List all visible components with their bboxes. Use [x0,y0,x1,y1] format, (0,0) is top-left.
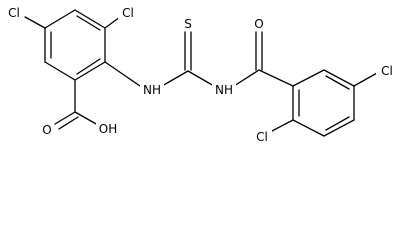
bond [44,9,76,29]
chlorine-atom-bottom-mid: Cl [256,130,268,144]
bond-cl-right [353,72,378,87]
bond [323,119,355,137]
oxygen-atom-carbonyl: O [254,17,263,31]
chlorine-atom-top-mid: Cl [122,6,134,20]
double-bond-inner [76,58,101,75]
bond-cl-top-left [24,16,46,29]
sulfur-atom: S [184,17,192,31]
chemical-structure-diagram: Cl Cl NH S NH O O OH Cl Cl [4,4,398,144]
bond-c-nh-right [187,70,215,87]
bond-carbonyl-ring [258,69,294,87]
bond-c-o-2 [58,116,79,130]
hydroxyl-group: OH [99,122,117,136]
chlorine-atom-right: Cl [381,64,393,78]
bond-c-oh [74,111,99,126]
double-bond-inner [325,75,350,90]
bond-c-nh [104,61,141,87]
bond [74,61,106,81]
bond-nh-c [161,70,189,87]
nh-atom-right: NH [215,83,233,97]
nh-atom-left: NH [143,83,161,97]
bond [292,119,325,137]
double-bond-inner [76,15,101,31]
bond [323,69,355,87]
double-bond-inner [325,116,350,131]
bond-nh-c-carbonyl [233,69,260,87]
left-benzene-ring [44,9,106,81]
bond [292,69,325,87]
oxygen-atom-acid: O [42,123,51,137]
bond [74,9,106,29]
right-benzene-ring [292,69,355,137]
bond [44,61,76,81]
structure-canvas: Cl Cl NH S NH O O OH Cl Cl [4,4,398,144]
atom-labels: Cl Cl NH S NH O O OH Cl Cl [4,4,398,144]
chlorine-atom-top-left: Cl [8,6,20,20]
bond-c-o-1 [54,111,76,125]
bond-cl-top-mid [104,16,121,29]
bond-cl-bottom-mid [271,119,294,132]
